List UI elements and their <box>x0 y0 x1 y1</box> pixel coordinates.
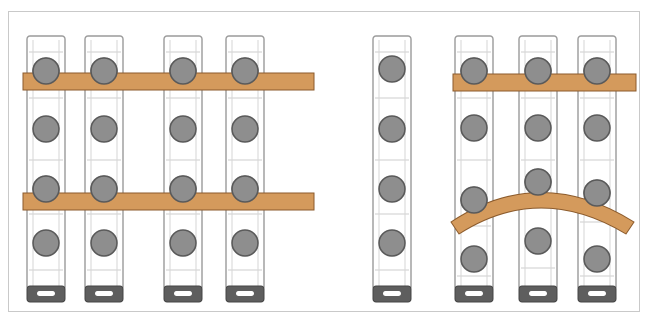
right-pinned-circle <box>525 169 551 195</box>
right-column-1-circle <box>461 246 487 272</box>
left-column-1-pinned-circle <box>33 176 59 202</box>
left-column-3-pinned-circle <box>170 58 196 84</box>
left-column-3-circle <box>170 116 196 142</box>
right-column-unattached-circle <box>379 230 405 256</box>
left-column-4-circle <box>232 230 258 256</box>
right-pinned-circle <box>461 187 487 213</box>
left-column-1-circle <box>33 230 59 256</box>
right-pinned-circle <box>584 180 610 206</box>
right-column-1-circle <box>461 115 487 141</box>
right-column-2-circle <box>525 228 551 254</box>
right-column-unattached-circle <box>379 176 405 202</box>
left-column-2-foot-slot <box>95 291 113 296</box>
right-pinned-circle <box>584 58 610 84</box>
left-column-2-pinned-circle <box>91 58 117 84</box>
left-column-4-circle <box>232 116 258 142</box>
right-column-2-circle <box>525 115 551 141</box>
right-column-3-foot-slot <box>588 291 606 296</box>
right-column-unattached-foot-slot <box>383 291 401 296</box>
left-column-4-foot-slot <box>236 291 254 296</box>
right-column-3-circle <box>584 115 610 141</box>
left-column-3-pinned-circle <box>170 176 196 202</box>
right-column-3-circle <box>584 246 610 272</box>
right-column-unattached-circle <box>379 116 405 142</box>
left-column-1-pinned-circle <box>33 58 59 84</box>
right-column-unattached-circle <box>379 56 405 82</box>
right-pinned-circle <box>461 58 487 84</box>
left-column-2-circle <box>91 116 117 142</box>
right-column-1-foot-slot <box>465 291 483 296</box>
left-column-4-pinned-circle <box>232 176 258 202</box>
left-column-3-circle <box>170 230 196 256</box>
right-pinned-circle <box>525 58 551 84</box>
right-column-2-foot-slot <box>529 291 547 296</box>
left-column-2-circle <box>91 230 117 256</box>
left-column-3-foot-slot <box>174 291 192 296</box>
straight-bar-top-overlay <box>23 73 314 90</box>
right-column-unattached <box>373 36 411 302</box>
straight-bar-middle-overlay <box>23 193 314 210</box>
left-column-4-pinned-circle <box>232 58 258 84</box>
left-column-1-circle <box>33 116 59 142</box>
left-column-2-pinned-circle <box>91 176 117 202</box>
left-column-1-foot-slot <box>37 291 55 296</box>
